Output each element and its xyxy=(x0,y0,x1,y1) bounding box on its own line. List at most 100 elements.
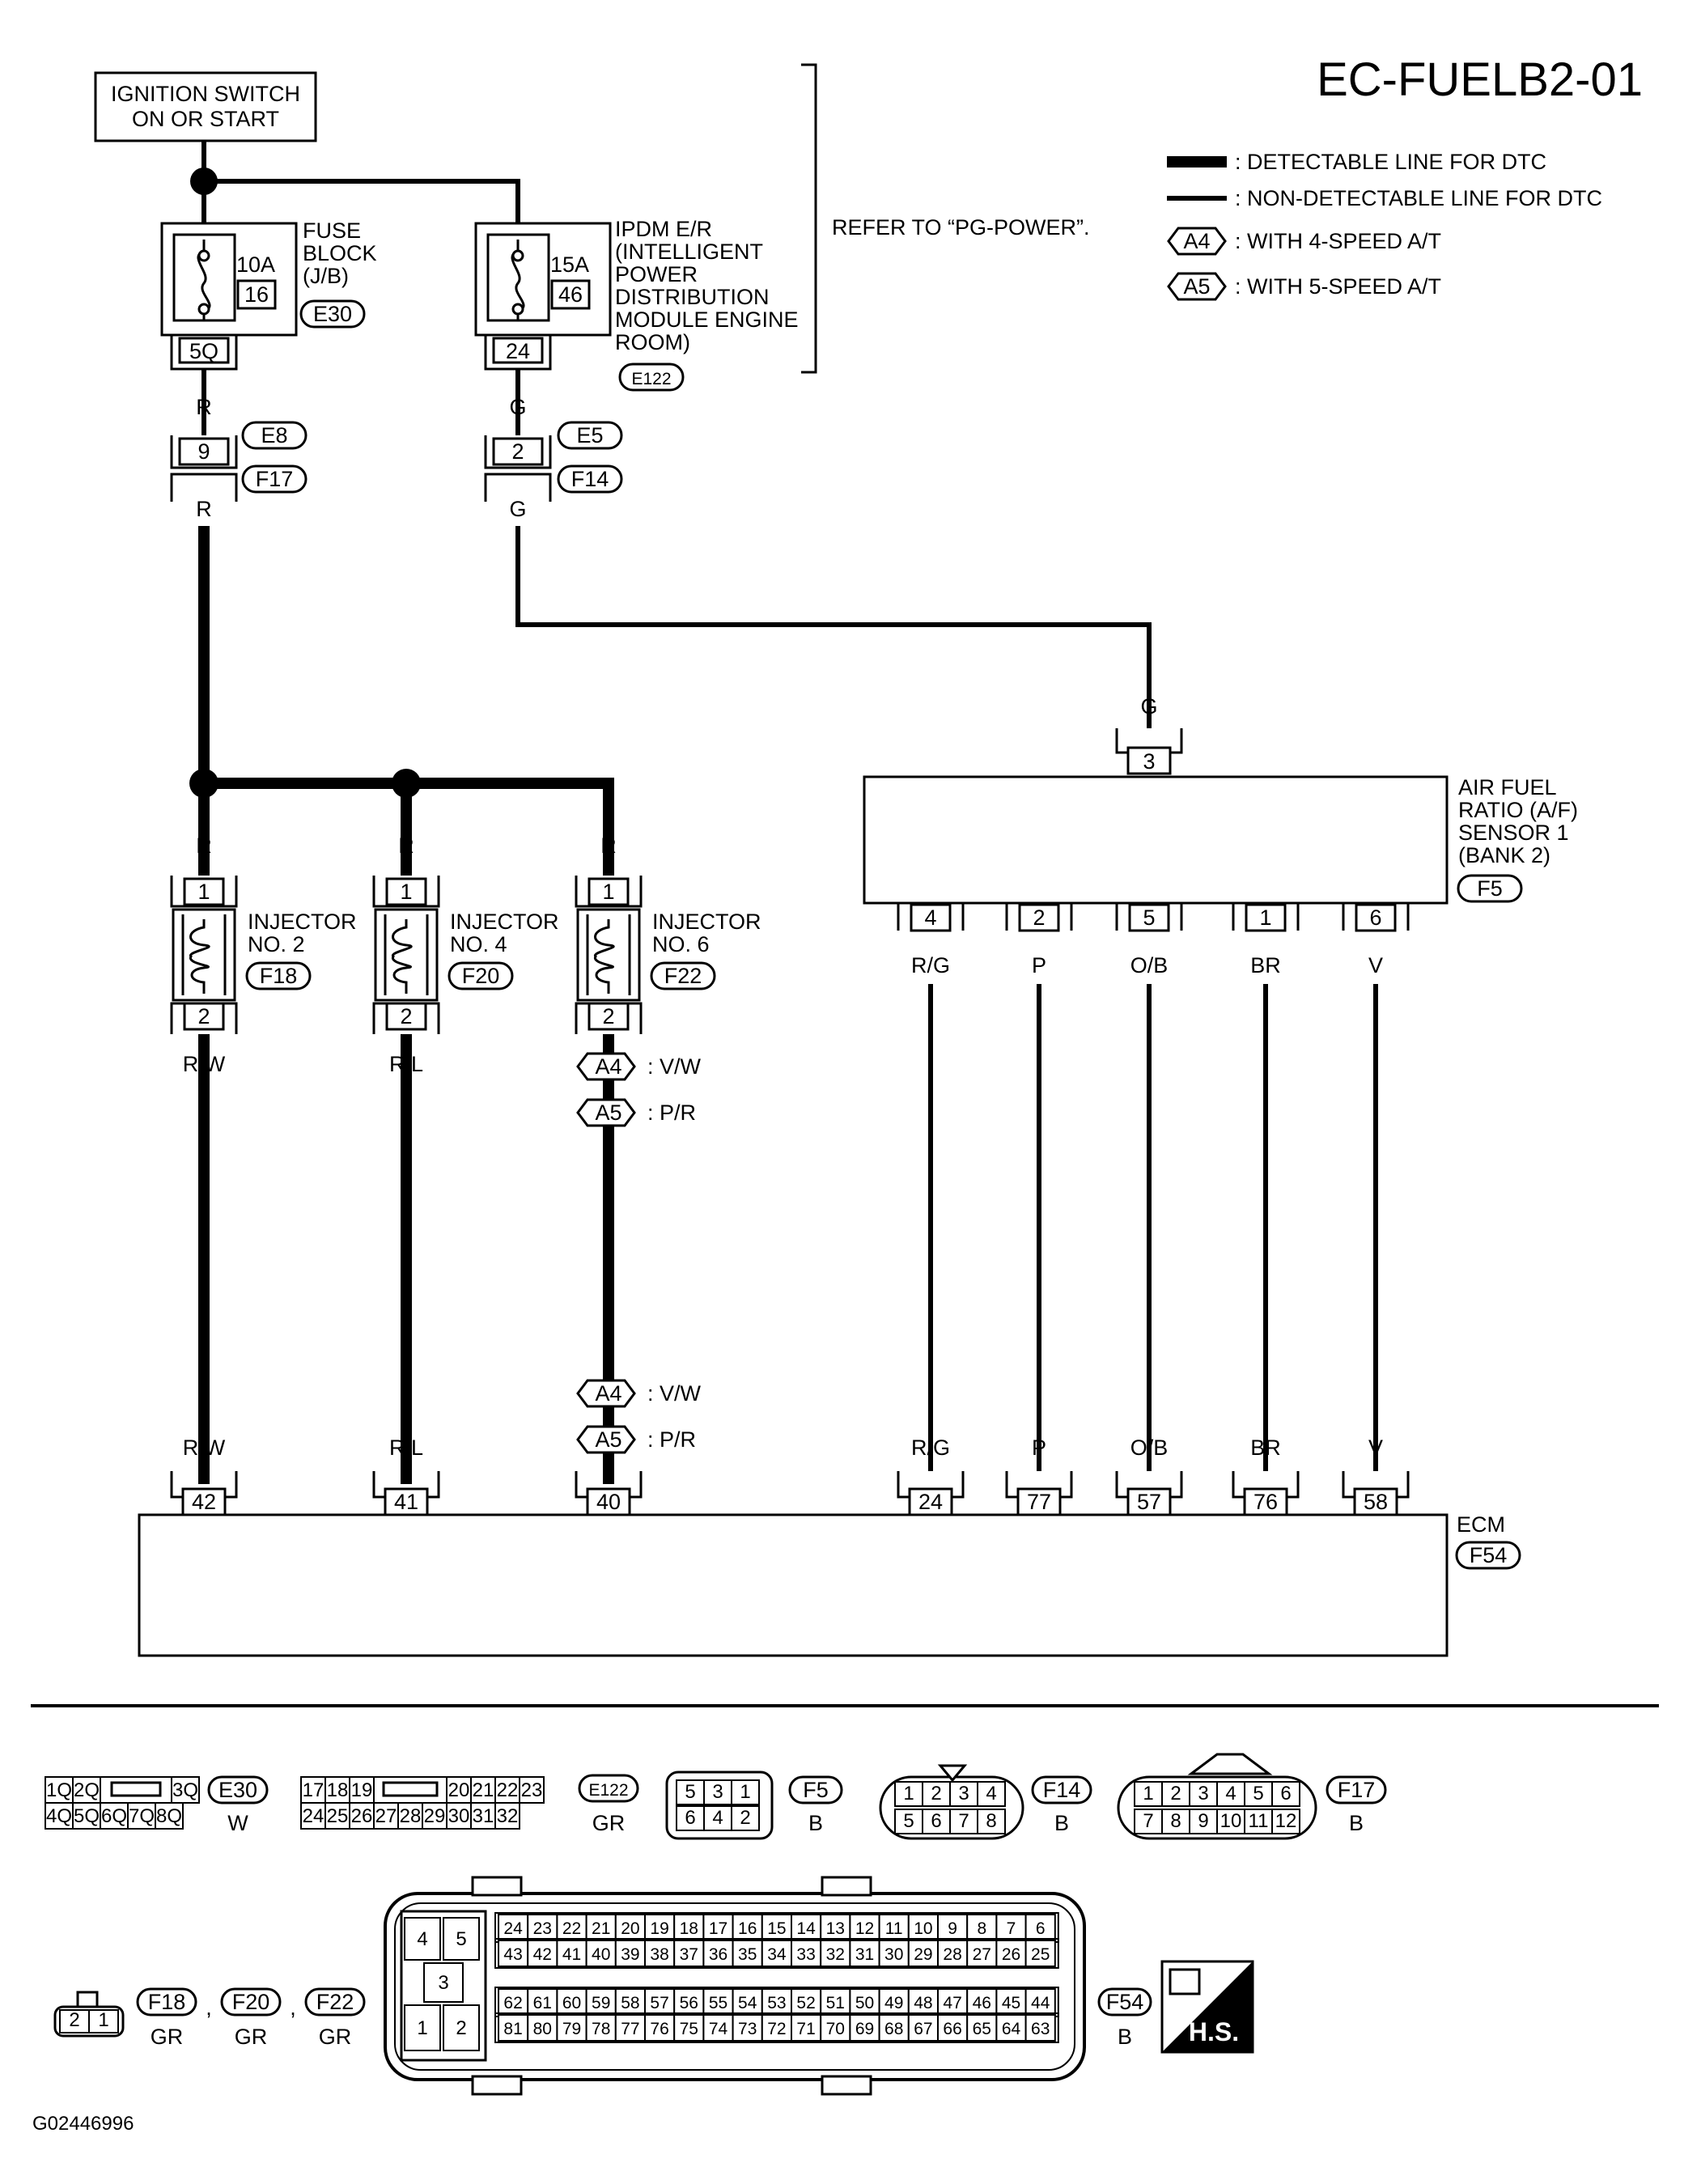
f54-big-bottom-cell xyxy=(404,2004,441,2051)
fuse-block-label3: (J/B) xyxy=(303,264,349,288)
e122-bottom-pin: 30 xyxy=(448,1805,470,1827)
f54-pin: 45 xyxy=(1002,1994,1020,2012)
f54-pin: 34 xyxy=(767,1945,787,1964)
e30-bottom-cell xyxy=(127,1802,156,1830)
injector-pin-top-box xyxy=(587,877,630,906)
f54-big-top-cell xyxy=(443,1917,480,1961)
injector-color-top: R xyxy=(196,833,212,858)
f17-bottom-pin: 8 xyxy=(1170,1810,1181,1832)
inj-conn-cell xyxy=(88,2009,119,2033)
af-wire-color-bottom: R/G xyxy=(911,1436,950,1460)
f54-pin: 78 xyxy=(592,2020,610,2038)
f54-pin: 60 xyxy=(562,1994,581,2012)
af-wire-sensor-pin: 2 xyxy=(1033,905,1045,930)
e122-top-pin: 17 xyxy=(303,1779,324,1801)
f54-pin: 38 xyxy=(650,1945,668,1964)
f54-cell xyxy=(907,1940,940,1967)
ipdm-feed-wire xyxy=(204,179,520,228)
f17-top-pin: 5 xyxy=(1253,1783,1263,1804)
connector-icon xyxy=(1169,1968,1201,1995)
inj-conn-id: F20 xyxy=(232,1990,270,2014)
injector-color-bottom: R/L xyxy=(389,1052,423,1076)
inj-conn-id-badge xyxy=(304,1987,366,2016)
f54-pin: 11 xyxy=(885,1919,903,1938)
f17-bottom-pin: 11 xyxy=(1249,1810,1269,1832)
f54-big-pin: 4 xyxy=(417,1928,427,1950)
f54-cell xyxy=(791,1988,822,2016)
f54-cell xyxy=(966,2014,998,2042)
ipdm-er: 15A 46 IPDM E/R (INTELLIGENT POWER DISTR… xyxy=(474,217,799,392)
f5-top-cell xyxy=(703,1779,732,1805)
f54-pin: 27 xyxy=(973,1945,991,1964)
f14-top-pin: 2 xyxy=(931,1783,941,1804)
f5-top-cell xyxy=(731,1779,760,1805)
injector-connector-badge xyxy=(650,961,716,990)
af-wire-color-bottom: V xyxy=(1368,1436,1383,1460)
af-wires: 4R/GR/G24AF-H22PP77A/F-IA25O/BO/B57A/F-V… xyxy=(897,901,1413,1544)
injector-coil-icon xyxy=(189,919,210,994)
af-wire-color-bottom: BR xyxy=(1250,1436,1281,1460)
injector-pin-top-box xyxy=(183,877,225,906)
f54-cell xyxy=(1024,1988,1056,2016)
inj6-options-lower: A4 : V/W A5 : P/R xyxy=(576,1379,702,1454)
ecm-connector-badge xyxy=(1455,1541,1521,1570)
fuse-46-icon-dot-top xyxy=(511,249,524,262)
f5-top-pin: 1 xyxy=(740,1781,750,1803)
f54-pin: 7 xyxy=(1007,1919,1016,1938)
fuse-46-icon-dot-bottom xyxy=(511,303,524,316)
f54-pin: 48 xyxy=(914,1994,932,2012)
e30-latch xyxy=(110,1781,162,1797)
f54-pin: 42 xyxy=(533,1945,552,1964)
f17-bottom-cell xyxy=(1271,1809,1300,1834)
inj-conn-separator: , xyxy=(290,1995,296,2020)
f14-bottom-pin: 7 xyxy=(958,1810,969,1832)
fuse-16-icon-dot-bottom xyxy=(197,303,210,316)
af-sensor-connector: F5 xyxy=(1477,876,1503,901)
f5-bottom-cell xyxy=(676,1805,705,1831)
fuse-block-connector-badge xyxy=(299,299,366,329)
f54-row4-frame xyxy=(494,2012,1059,2043)
inj-conn-color: GR xyxy=(235,2025,268,2049)
injector-ecm-color: R/W xyxy=(183,1436,226,1460)
ecm-connector: F54 xyxy=(1470,1543,1508,1567)
f17-id: F17 xyxy=(1338,1778,1376,1802)
f54-pin: 49 xyxy=(884,1994,903,2012)
ipdm-label1: IPDM E/R xyxy=(615,217,712,241)
f14-top-pin: 4 xyxy=(986,1783,996,1804)
legend-a4-text: : WITH 4-SPEED A/T xyxy=(1235,229,1441,253)
inj-conn-id: F18 xyxy=(148,1990,186,2014)
e30-bottom-pin: 4Q xyxy=(46,1805,72,1827)
f17-top-pin: 4 xyxy=(1225,1783,1236,1804)
inj6-upper-a5: A5 xyxy=(595,1100,621,1125)
f54-pin: 63 xyxy=(1031,2020,1050,2038)
e122-top-pin: 19 xyxy=(351,1779,373,1801)
terminal-24: 24 xyxy=(484,335,552,371)
f54-big-pin: 2 xyxy=(456,2017,466,2039)
legend-a5-tag: A5 xyxy=(1183,274,1210,299)
f17-bottom-pin: 12 xyxy=(1275,1810,1297,1832)
f54-pin: 32 xyxy=(826,1945,845,1964)
joint-right-conn-top: E5 xyxy=(576,423,603,447)
e122-bottom-pin: 26 xyxy=(351,1805,373,1827)
f54-cell xyxy=(673,1988,705,2016)
injector-pin-bottom-box xyxy=(587,1002,630,1031)
f54-cell xyxy=(673,2014,705,2042)
f54-pin: 75 xyxy=(680,2020,698,2038)
f54-pin: 21 xyxy=(592,1919,610,1938)
f5-color: B xyxy=(808,1811,823,1835)
f5-top-cell xyxy=(676,1779,705,1805)
ignition-line2: ON OR START xyxy=(132,107,279,131)
f54-big-pin: 3 xyxy=(438,1972,448,1994)
e122-bottom-pin: 28 xyxy=(400,1805,422,1827)
f54-cell xyxy=(556,1940,587,1967)
f54-cell xyxy=(585,1940,617,1967)
f54-pin: 29 xyxy=(914,1945,932,1964)
f54-cell xyxy=(878,1914,910,1941)
f54-pin: 58 xyxy=(621,1994,639,2012)
f54-pin: 43 xyxy=(503,1945,522,1964)
e30-id: E30 xyxy=(218,1778,257,1802)
injector-ecm-pin: 41 xyxy=(394,1490,418,1514)
joint-right-conn-top-badge xyxy=(557,421,623,450)
